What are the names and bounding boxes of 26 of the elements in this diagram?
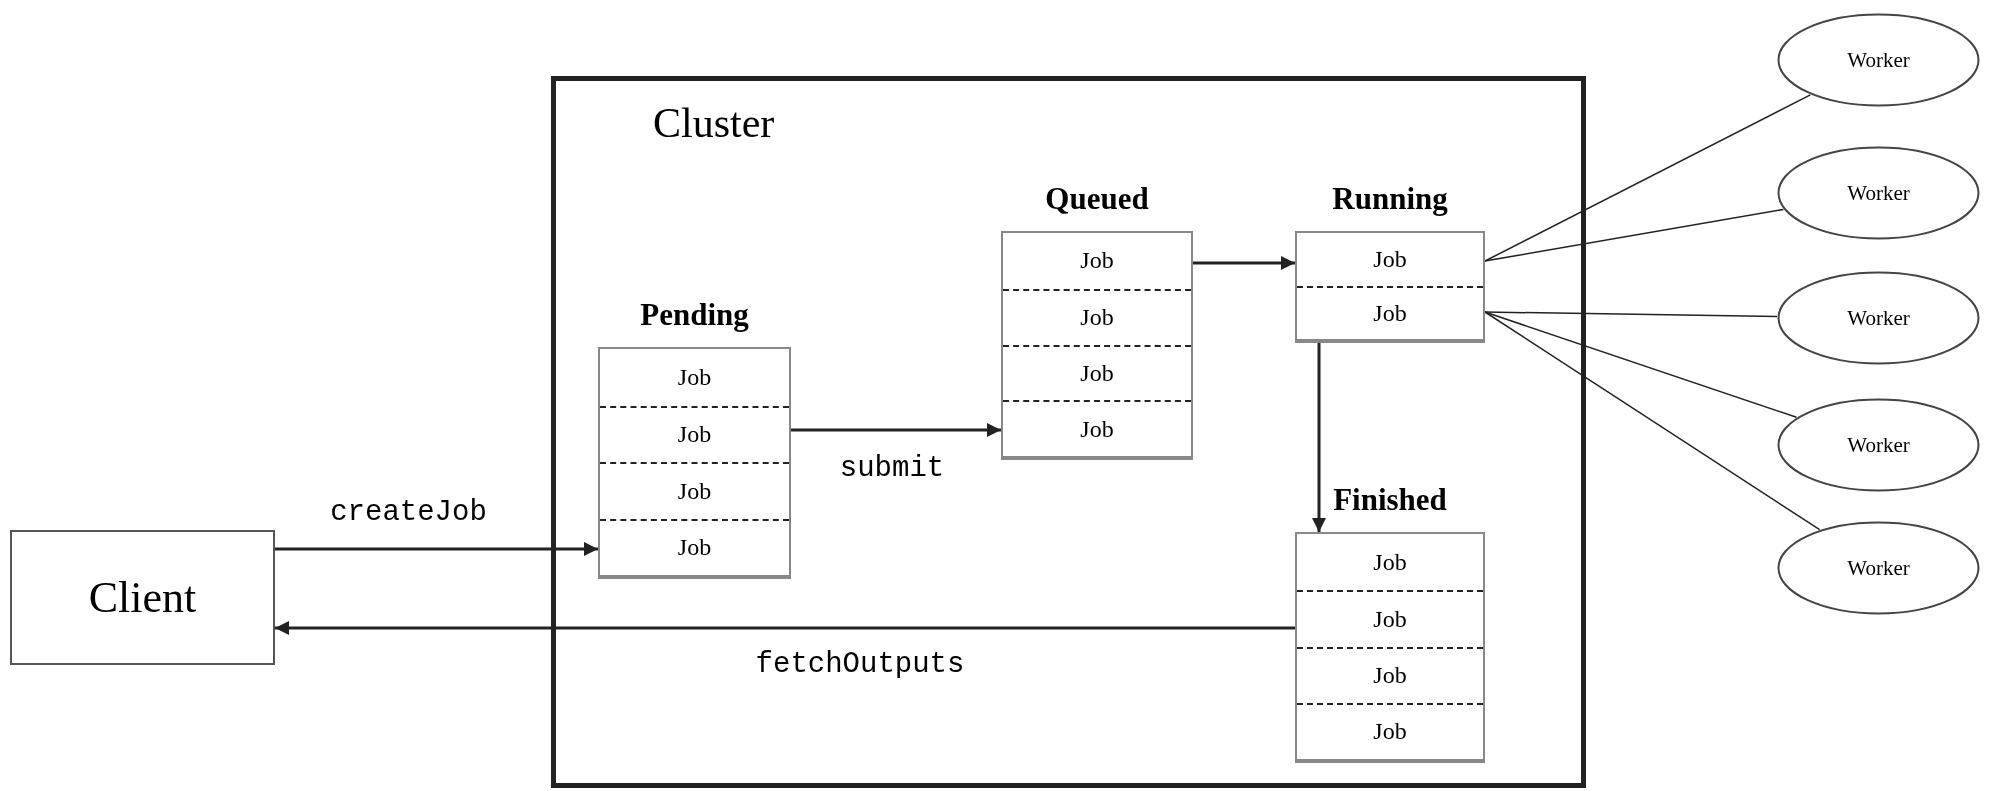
worker-label: Worker <box>1846 305 1911 331</box>
client-box: Client <box>10 530 275 665</box>
job-label: Job <box>1297 702 1483 759</box>
job-label: Job <box>1003 400 1191 456</box>
state-title: Pending <box>639 297 750 333</box>
job-label: Job <box>600 405 789 462</box>
job-label: Job <box>1079 246 1115 276</box>
state-title: Queued <box>1044 181 1150 217</box>
cluster-title: Cluster <box>653 99 775 147</box>
state-title: Finished <box>1332 482 1448 518</box>
worker-label: Worker <box>1846 432 1911 458</box>
worker-label: Worker <box>1846 555 1911 581</box>
job-label: Job <box>676 362 713 392</box>
job-label: Job <box>1297 590 1483 647</box>
job-label: Job <box>1372 547 1408 577</box>
job-label: Job <box>600 518 789 575</box>
state-title: Running <box>1331 181 1449 217</box>
job-label: Job <box>1003 344 1191 401</box>
cluster-frame <box>551 76 1586 788</box>
job-label: Job <box>1372 245 1408 274</box>
job-label: Job <box>1003 288 1191 345</box>
job-label: Job <box>600 462 789 519</box>
job-label: Job <box>1297 286 1483 339</box>
job-label: Job <box>1297 646 1483 703</box>
worker-label: Worker <box>1846 47 1911 73</box>
worker-label: Worker <box>1846 180 1911 206</box>
